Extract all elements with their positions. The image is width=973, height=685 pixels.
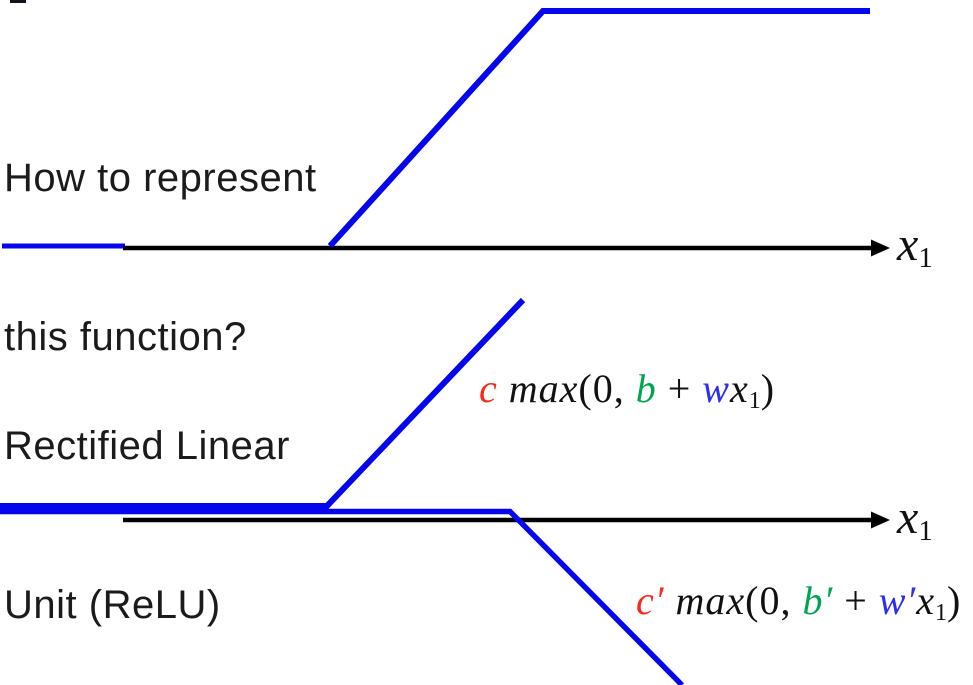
relu-title-line1: Rectified Linear — [4, 424, 290, 468]
bias-b: b — [635, 366, 657, 411]
top-function-curve — [327, 8, 870, 249]
bottom-x-axis-arrowhead — [871, 511, 890, 529]
axis-variable-x: x — [897, 491, 919, 544]
plus-sign: + — [833, 578, 879, 623]
relu-title-line2: Unit (ReLU) — [4, 583, 221, 627]
close-paren: ) — [947, 578, 962, 623]
relu-title: Rectified Linear Unit (ReLU) — [4, 314, 290, 685]
variable-x: x — [729, 366, 749, 411]
relu-down-formula: c′ max(0, b′ + w′x1) — [636, 578, 961, 636]
subscript-1: 1 — [748, 388, 761, 414]
bottom-axis-label-x1: x1 — [897, 494, 933, 555]
bias-b-prime: b′ — [802, 578, 834, 623]
relu-up-formula: c max(0, b + wx1) — [479, 366, 775, 424]
plus-sign: + — [656, 366, 703, 411]
weight-w-prime: w′ — [878, 578, 917, 623]
relu-positive-slope-line — [0, 297, 526, 509]
relu-negative-slope-line — [0, 508, 684, 685]
axis-subscript-1: 1 — [918, 515, 933, 548]
max-operator: max — [675, 578, 746, 623]
subscript-1: 1 — [935, 600, 947, 626]
close-paren: ) — [760, 366, 776, 411]
question-heading-line2: this function? — [4, 315, 247, 359]
open-paren-zero: (0, — [578, 366, 636, 411]
open-paren-zero: (0, — [745, 578, 803, 623]
question-heading: How to represent this function? — [4, 46, 317, 470]
axis-variable-x: x — [897, 218, 919, 271]
axis-subscript-1: 1 — [918, 242, 933, 275]
variable-x: x — [916, 578, 935, 623]
weight-w: w — [702, 366, 730, 411]
coefficient-c-prime: c′ — [636, 578, 676, 623]
top-axis-label-x1: x1 — [897, 221, 933, 282]
max-operator: max — [508, 366, 579, 411]
question-heading-line1: How to represent — [4, 156, 317, 200]
top-x-axis-arrowhead — [871, 239, 890, 257]
cropped-text-fragment — [10, 0, 26, 3]
coefficient-c: c — [479, 366, 509, 411]
